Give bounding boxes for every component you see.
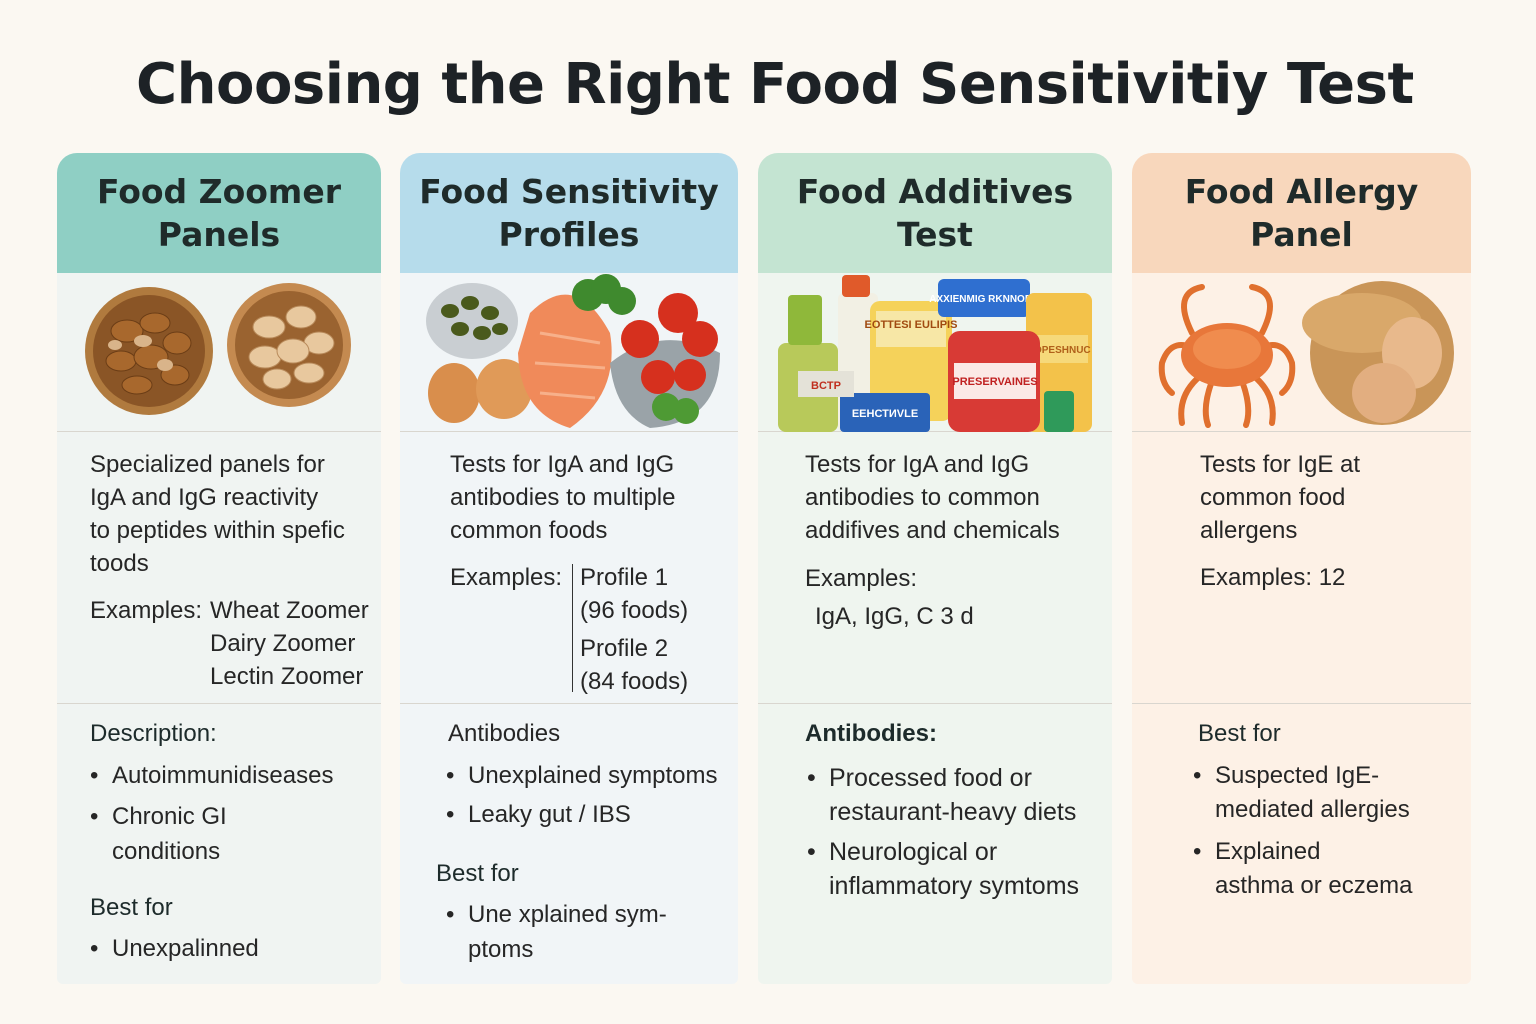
examples-label: Examples: 12 — [1200, 564, 1346, 591]
example-item: (96 foods) — [580, 597, 689, 624]
desc-line: to peptides within spefic — [90, 517, 345, 544]
image-label: SOPESHNUC — [1027, 345, 1090, 356]
desc-line: addifives and chemicals — [805, 517, 1060, 544]
example-item: IgA, IgG, C 3 d — [815, 603, 974, 630]
crab-and-eggs-icon — [1132, 273, 1471, 432]
section-label: Best for — [436, 860, 519, 887]
card-details: Antibodies: Processed food or restaurant… — [758, 704, 1112, 984]
divider — [572, 564, 573, 692]
section-label: Best for — [90, 894, 173, 921]
bullet-item: Chronic GI — [90, 800, 227, 834]
section-label: Best for — [1198, 720, 1281, 747]
bullet-item: Neurological or — [807, 835, 997, 869]
bullet-item: Processed food or — [807, 761, 1032, 795]
card-details: Best for Suspected IgE- mediated allergi… — [1132, 704, 1471, 984]
bullet-item: Suspected IgE- — [1193, 759, 1379, 793]
example-item: Dairy Zoomer — [210, 630, 356, 657]
desc-line: antibodies to common — [805, 484, 1040, 511]
examples-label: Examples: — [805, 565, 918, 592]
section-label: Antibodies — [448, 720, 561, 747]
section-label: Antibodies: — [805, 720, 937, 747]
example-item: Lectin Zoomer — [210, 663, 364, 690]
additive-bottles-icon: EOTTESI EULIPIS AXXIENMIG RKNNODE SOPESH… — [758, 273, 1112, 432]
example-item: Wheat Zoomer — [210, 597, 369, 624]
card-description: Tests for IgA and IgG antibodies to mult… — [400, 432, 738, 704]
assorted-foods-icon — [400, 273, 738, 432]
desc-line: Tests for IgE at — [1200, 451, 1361, 478]
image-label: AXXIENMIG RKNNODE — [929, 294, 1039, 305]
bullet-item: Unexplained symptoms — [446, 759, 717, 793]
example-item: Profile 2 — [580, 635, 669, 662]
bullet-item: Une xplained sym- — [446, 898, 667, 932]
bullet-item: Unexpalinned — [90, 932, 259, 966]
image-label: ЕЕНСТИVLE — [852, 408, 918, 420]
card-details: Description: Autoimmunidiseases Chronic … — [57, 704, 381, 984]
card-description: Tests for IgE at common food allergens E… — [1132, 432, 1471, 704]
bullet-item: Leaky gut / IBS — [446, 798, 631, 832]
bullet-item-cont: ptoms — [468, 936, 534, 963]
example-item: (84 foods) — [580, 668, 689, 695]
desc-line: Tests for IgA and IgG — [805, 451, 1030, 478]
bullet-item-cont: asthma or eczema — [1215, 872, 1413, 899]
image-label: PRESERVAINES — [952, 376, 1037, 388]
page-title: Choosing the Right Food Sensitivitiy Tes… — [136, 52, 1414, 117]
image-label: EOTTESI EULIPIS — [865, 319, 958, 331]
desc-line: Tests for IgA and IgG — [450, 451, 675, 478]
desc-line: common food — [1200, 484, 1346, 511]
examples-label: Examples: — [450, 564, 563, 591]
bullet-item-cont: conditions — [112, 838, 221, 865]
bullet-item: Explained — [1193, 835, 1321, 869]
examples-label: Examples: — [90, 597, 203, 624]
card-description: Tests for IgA and IgG antibodies to comm… — [758, 432, 1112, 704]
nuts-bowls-icon — [57, 273, 381, 432]
bullet-item-cont: mediated allergies — [1215, 796, 1410, 823]
image-label: BCTP — [811, 380, 841, 392]
desc-line: IgA and IgG reactivity — [90, 484, 319, 511]
bullet-item: Autoimmunidiseases — [90, 759, 333, 793]
desc-line: Specialized panels for — [90, 451, 325, 478]
card-description: Specialized panels for IgA and IgG react… — [57, 432, 381, 704]
example-item: Profile 1 — [580, 564, 669, 591]
desc-line: allergens — [1200, 517, 1298, 544]
desc-line: toods — [90, 550, 149, 577]
desc-line: common foods — [450, 517, 608, 544]
section-label: Description: — [90, 720, 217, 747]
bullet-item-cont: inflammatory symtoms — [829, 872, 1080, 900]
desc-line: antibodies to multiple — [450, 484, 676, 511]
bullet-item-cont: restaurant-heavy diets — [829, 798, 1077, 826]
card-details: Antibodies Unexplained symptoms Leaky gu… — [400, 704, 738, 984]
